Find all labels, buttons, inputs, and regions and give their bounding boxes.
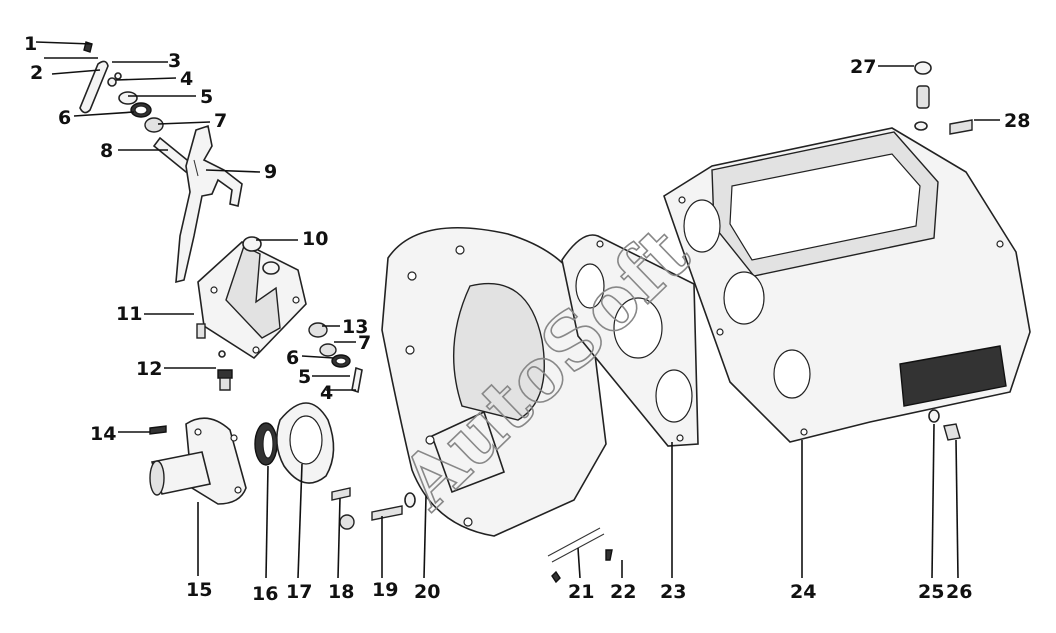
shift-cover-plate — [197, 236, 307, 360]
callout-11: 11 — [116, 303, 142, 325]
callout-8: 8 — [100, 140, 113, 162]
housing-gasket-part — [561, 234, 699, 447]
callout-23: 23 — [660, 581, 686, 603]
callout-27: 27 — [850, 56, 876, 78]
callout-15: 15 — [186, 579, 212, 601]
callout-3: 3 — [168, 50, 181, 72]
callout-6b: 6 — [286, 347, 299, 369]
callout-21: 21 — [568, 581, 594, 603]
callout-2: 2 — [30, 62, 43, 84]
cover-bolts — [196, 323, 233, 391]
callout-labels: 1 2 3 4 5 6 7 8 9 10 11 12 13 6 7 5 4 14… — [24, 33, 1030, 605]
callout-4b: 4 — [320, 382, 333, 404]
gasket-ring-part — [276, 402, 335, 484]
callout-14: 14 — [90, 423, 116, 445]
callout-10: 10 — [302, 228, 328, 250]
callout-18: 18 — [328, 581, 354, 603]
callout-17: 17 — [286, 581, 312, 603]
callout-24: 24 — [790, 581, 816, 603]
callout-7b: 7 — [358, 332, 371, 354]
callout-5: 5 — [200, 86, 213, 108]
transmission-case-part — [663, 127, 1031, 443]
callout-13: 13 — [342, 316, 368, 338]
shift-lever-small-parts — [79, 41, 164, 133]
callout-7: 7 — [214, 110, 227, 132]
callout-16: 16 — [252, 583, 278, 605]
clutch-housing-part — [381, 226, 607, 537]
oil-seal-part — [254, 422, 278, 466]
callout-26: 26 — [946, 581, 972, 603]
screw-part — [149, 425, 167, 435]
callout-9: 9 — [264, 161, 277, 183]
callout-1: 1 — [24, 33, 37, 55]
callout-12: 12 — [136, 358, 162, 380]
callout-28: 28 — [1004, 110, 1030, 132]
callout-4: 4 — [180, 68, 193, 90]
leader-lines — [35, 41, 1000, 579]
callout-19: 19 — [372, 579, 398, 601]
case-plugs-and-pins — [914, 61, 973, 441]
callout-25: 25 — [918, 581, 944, 603]
bolt-and-pin-parts — [331, 487, 416, 530]
callout-6: 6 — [58, 107, 71, 129]
callout-5b: 5 — [298, 366, 311, 388]
bearing-cover-part — [149, 417, 247, 505]
shift-shaft-and-fork — [152, 124, 243, 284]
callout-20: 20 — [414, 581, 440, 603]
part-drawings — [79, 41, 1031, 584]
callout-22: 22 — [610, 581, 636, 603]
